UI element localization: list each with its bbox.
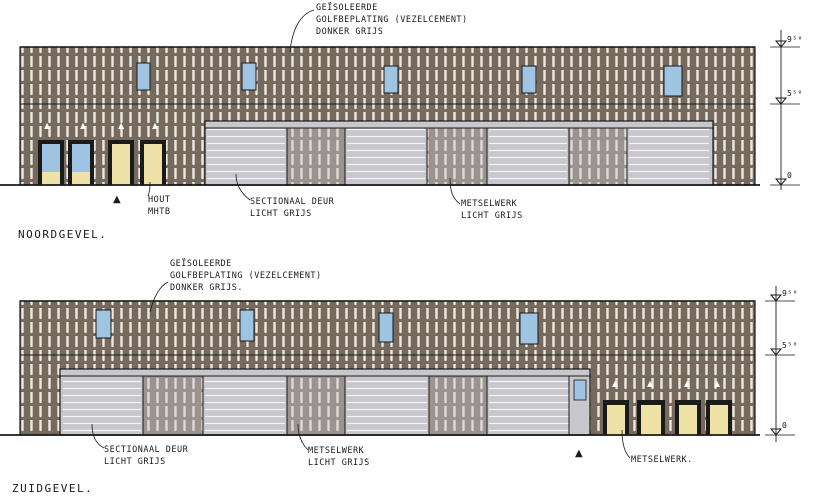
window: [95, 309, 112, 339]
door-note-2: LICHT GRIJS: [104, 457, 166, 467]
south-entrance-doors: ▲ ▲ ▲ ▲: [603, 379, 732, 435]
cladding-note-1: GEÏSOLEERDE: [170, 258, 232, 269]
masonry-pier: [429, 376, 487, 435]
cladding-note-3: DONKER GRIJS.: [170, 283, 243, 293]
north-annotations: GEÏSOLEERDE GOLFBEPLATING (VEZELCEMENT) …: [147, 2, 523, 221]
south-annotations: GEÏSOLEERDE GOLFBEPLATING (VEZELCEMENT) …: [91, 258, 693, 468]
north-windows: [136, 62, 683, 97]
north-elevation-title: NOORDGEVEL.: [18, 228, 107, 241]
level-label-mid: 5⁵⁰: [782, 341, 798, 350]
sectional-door: [629, 128, 709, 185]
sectional-door: [207, 128, 285, 185]
lamp-icon: ▲: [118, 121, 125, 130]
window: [519, 312, 539, 345]
sectional-door: [347, 376, 427, 435]
entrance-marker-icon: ▲: [113, 194, 121, 205]
wood-door: [112, 144, 130, 185]
cladding-note-2: GOLFBEPLATING (VEZELCEMENT): [316, 15, 468, 25]
south-level-markers: 9⁵⁰ 5⁵⁰ 0: [765, 286, 798, 442]
sectional-door: [489, 128, 567, 185]
wood-door: [144, 144, 162, 185]
door-note-1: SECTIONAAL DEUR: [104, 445, 189, 455]
masonry-pier: [287, 376, 345, 435]
cladding-note-2: GOLFBEPLATING (VEZELCEMENT): [170, 271, 322, 281]
wood-note-1: HOUT: [148, 195, 170, 205]
masonry-pier: [569, 128, 627, 185]
lamp-icon: ▲: [44, 121, 51, 130]
door-note-1: SECTIONAAL DEUR: [250, 197, 335, 207]
sectional-door: [63, 376, 141, 435]
lamp-icon: ▲: [612, 379, 619, 388]
wood-note-2: MHTB: [148, 207, 170, 217]
north-entrance-doors: ▲ ▲ ▲ ▲: [38, 121, 166, 185]
window: [521, 65, 537, 94]
south-elevation: ▲ ▲ ▲ ▲ ▲ 9⁵⁰ 5⁵⁰ 0 GEÏSOLEERDE GOLFBEPL…: [0, 258, 798, 495]
window: [239, 309, 255, 342]
glass-panel: [573, 379, 587, 401]
masonry-pier: [287, 128, 345, 185]
masonry-small-note: METSELWERK.: [631, 455, 693, 465]
level-label-mid: 5⁵⁰: [787, 89, 803, 98]
window: [136, 62, 151, 91]
masonry-note-2: LICHT GRIJS: [308, 458, 370, 468]
level-label-ground: 0: [787, 171, 792, 180]
lamp-icon: ▲: [647, 379, 654, 388]
entrance-marker-icon: ▲: [575, 448, 583, 459]
masonry-note-1: METSELWERK: [461, 199, 518, 209]
south-door-block: [59, 368, 591, 436]
level-label-top: 9⁵⁰: [782, 289, 798, 298]
lamp-icon: ▲: [684, 379, 691, 388]
south-windows: [95, 309, 539, 345]
masonry-pier: [427, 128, 487, 185]
sectional-door: [347, 128, 425, 185]
wood-door: [679, 405, 697, 435]
south-elevation-title: ZUIDGEVEL.: [12, 482, 93, 495]
wood-door: [710, 405, 728, 435]
window: [663, 65, 683, 97]
sectional-door: [489, 376, 569, 435]
level-label-top: 9⁵⁰: [787, 35, 803, 44]
wood-door: [607, 405, 625, 435]
wood-door: [641, 405, 661, 435]
north-level-markers: 9⁵⁰ 5⁵⁰ 0: [770, 30, 803, 190]
masonry-note-1: METSELWERK: [308, 446, 365, 456]
masonry-pier: [143, 376, 203, 435]
sectional-door: [205, 376, 285, 435]
level-label-ground: 0: [782, 421, 787, 430]
cladding-note-3: DONKER GRIJS: [316, 27, 383, 37]
window: [241, 62, 257, 91]
north-elevation: ▲ ▲ ▲ ▲ ▲: [0, 2, 803, 241]
window: [383, 65, 399, 94]
lamp-icon: ▲: [80, 121, 87, 130]
door-note-2: LICHT GRIJS: [250, 209, 312, 219]
window: [378, 312, 394, 343]
lamp-icon: ▲: [714, 379, 721, 388]
cladding-note-1: GEÏSOLEERDE: [316, 2, 378, 13]
masonry-note-2: LICHT GRIJS: [461, 211, 523, 221]
north-door-block: [204, 120, 714, 186]
lamp-icon: ▲: [152, 121, 159, 130]
